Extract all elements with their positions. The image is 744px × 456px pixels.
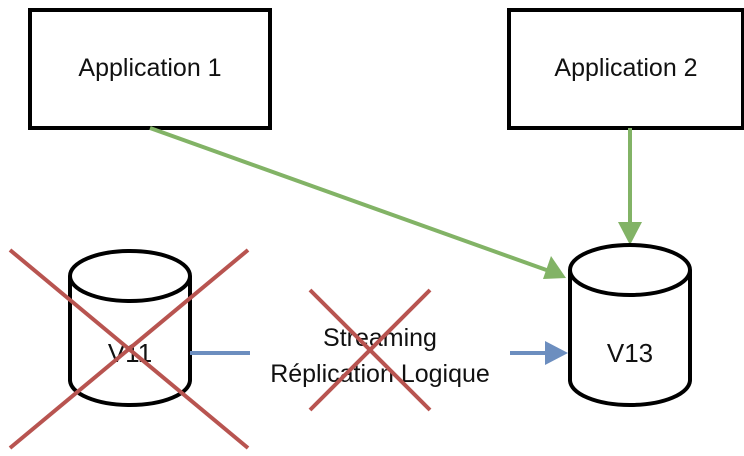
replication-arrow (190, 341, 568, 365)
v13-database-cylinder (568, 243, 692, 407)
app1-to-v13-arrow (149, 126, 566, 279)
replication-label-line2: Réplication Logique (270, 360, 490, 388)
application-1-label: Application 1 (78, 54, 222, 82)
replication-cross-mark (308, 288, 432, 412)
application-2-box (507, 8, 744, 130)
application-1-box (28, 8, 272, 130)
v11-cross-mark (8, 248, 250, 450)
app2-to-v13-arrow (618, 128, 642, 245)
application-2-label: Application 2 (554, 54, 698, 82)
v13-label: V13 (606, 338, 654, 368)
